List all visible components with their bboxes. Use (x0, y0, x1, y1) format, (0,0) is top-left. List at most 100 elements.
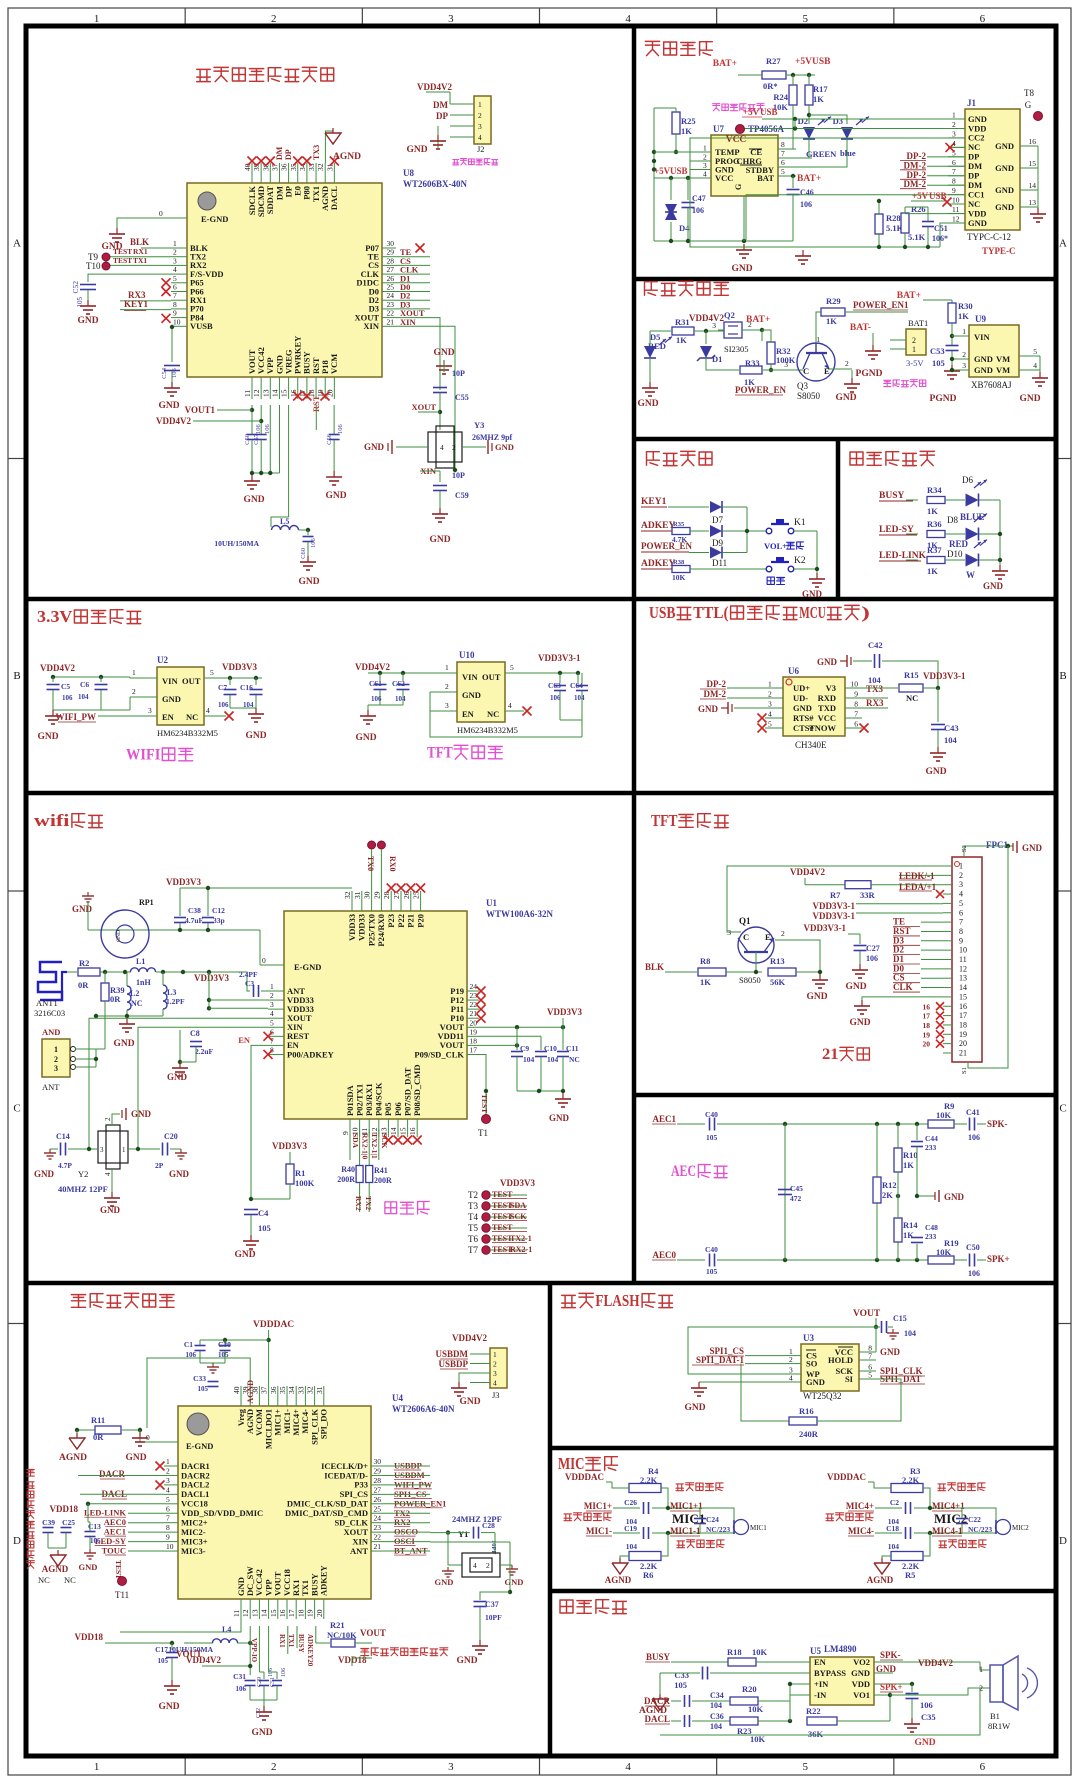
svg-text:R35: R35 (673, 521, 685, 528)
svg-text:6: 6 (868, 1363, 872, 1372)
svg-text:MIC4+1: MIC4+1 (932, 1501, 965, 1511)
svg-text:0R: 0R (93, 1432, 104, 1442)
svg-text:8: 8 (868, 1344, 872, 1353)
svg-text:1K: 1K (681, 126, 692, 136)
svg-text:10UH/150MA: 10UH/150MA (214, 539, 259, 548)
svg-text:10PF: 10PF (490, 1540, 497, 1554)
svg-text:P23: P23 (386, 914, 396, 928)
svg-text:RX1: RX1 (291, 1579, 301, 1596)
svg-text:UD-: UD- (793, 693, 808, 703)
svg-text:BUSY: BUSY (297, 1634, 305, 1653)
svg-text:NC: NC (38, 1575, 50, 1585)
svg-text:D1: D1 (893, 954, 904, 964)
svg-text:7: 7 (166, 1514, 170, 1523)
svg-text:TE: TE (400, 247, 412, 257)
svg-text:R29: R29 (826, 296, 841, 306)
svg-text:VOL+/: VOL+/ (764, 541, 790, 551)
svg-text:C20: C20 (164, 1132, 178, 1141)
svg-text:5: 5 (768, 720, 772, 729)
svg-text:SPK+: SPK+ (880, 1682, 903, 1692)
svg-text:C19: C19 (624, 1524, 637, 1533)
svg-text:33R: 33R (860, 890, 876, 900)
svg-text:3: 3 (148, 706, 152, 715)
svg-text:104: 104 (547, 1055, 559, 1064)
svg-text:SDA: SDA (351, 1133, 360, 1149)
svg-text:P18: P18 (320, 360, 330, 374)
svg-text:3: 3 (703, 161, 707, 170)
svg-text:EN: EN (162, 712, 175, 722)
svg-text:106: 106 (62, 694, 73, 702)
svg-text:P01SDA: P01SDA (345, 1084, 355, 1116)
svg-text:AGND: AGND (246, 1380, 255, 1404)
svg-text:P04/SCK: P04/SCK (374, 1082, 384, 1116)
svg-text:19: 19 (316, 389, 325, 397)
svg-text:UD+: UD+ (793, 683, 810, 693)
svg-text:GND: GND (125, 1453, 146, 1463)
svg-text:DM-2: DM-2 (904, 160, 927, 170)
svg-text:RX2-1: RX2-1 (510, 1245, 532, 1254)
svg-text:U6: U6 (788, 666, 799, 676)
svg-text:10UH/150MA: 10UH/150MA (168, 1645, 213, 1654)
svg-text:RST: RST (311, 395, 321, 412)
svg-text:3: 3 (100, 1146, 104, 1154)
svg-text:MIC2-: MIC2- (181, 1527, 206, 1537)
svg-text:VO2: VO2 (853, 1657, 870, 1667)
svg-text:C41: C41 (966, 1108, 980, 1117)
svg-text:D2: D2 (798, 116, 808, 126)
svg-text:3: 3 (270, 1000, 274, 1009)
svg-text:P20: P20 (415, 914, 425, 928)
svg-text:C13: C13 (88, 1522, 101, 1531)
svg-text:TX0: TX0 (366, 856, 375, 871)
svg-text:25: 25 (387, 283, 395, 292)
svg-text:5: 5 (173, 274, 177, 283)
svg-text:GND: GND (802, 589, 823, 599)
svg-text:33: 33 (307, 163, 316, 171)
svg-text:NC/223: NC/223 (706, 1525, 730, 1534)
svg-text:2: 2 (452, 443, 456, 452)
svg-text:3: 3 (768, 700, 772, 709)
svg-text:TEST: TEST (113, 256, 132, 265)
svg-text:S8050: S8050 (797, 391, 821, 401)
svg-text:2K: 2K (882, 1190, 893, 1200)
svg-text:R27: R27 (766, 56, 781, 66)
svg-text:C43: C43 (944, 723, 959, 733)
svg-text:1K: 1K (958, 311, 969, 321)
svg-text:2.2uF: 2.2uF (195, 1047, 214, 1056)
svg-text:GND: GND (245, 731, 266, 741)
svg-text:33: 33 (296, 1386, 305, 1394)
svg-text:104: 104 (888, 1542, 900, 1551)
svg-text:R1: R1 (295, 1168, 305, 1178)
svg-text:CS: CS (806, 1351, 817, 1361)
svg-text:SO: SO (806, 1359, 818, 1369)
svg-text:VCC42: VCC42 (256, 347, 266, 374)
svg-text:2: 2 (271, 1761, 277, 1773)
svg-text:VDD3V3-1: VDD3V3-1 (538, 653, 581, 663)
svg-text:TX3: TX3 (866, 684, 884, 694)
svg-text:BLK: BLK (130, 237, 149, 247)
svg-text:D1DC: D1DC (356, 278, 379, 288)
svg-text:C27: C27 (866, 944, 880, 953)
svg-text:5: 5 (510, 663, 514, 672)
svg-text:10P: 10P (452, 471, 465, 480)
svg-text:1: 1 (912, 345, 916, 354)
svg-text:RED: RED (949, 539, 969, 549)
svg-text:W: W (966, 570, 975, 580)
svg-text:104: 104 (904, 1329, 916, 1338)
svg-text:VCC: VCC (715, 173, 733, 183)
svg-text:T2: T2 (468, 1190, 478, 1200)
svg-text:CS: CS (893, 973, 905, 983)
svg-text:104: 104 (626, 1517, 638, 1526)
svg-text:MIC1+1: MIC1+1 (670, 1501, 703, 1511)
svg-text:3: 3 (784, 360, 788, 369)
svg-text:L4: L4 (222, 1625, 231, 1634)
svg-text:233: 233 (925, 1143, 937, 1152)
svg-text:WT25Q32: WT25Q32 (803, 1391, 842, 1401)
svg-text:L1: L1 (136, 957, 145, 966)
svg-text:CLK: CLK (361, 269, 380, 279)
svg-text:TNOW: TNOW (809, 723, 836, 733)
svg-text:D2: D2 (893, 945, 904, 955)
svg-text:TFT: TFT (427, 745, 453, 762)
svg-text:10: 10 (851, 680, 859, 689)
svg-text:D9: D9 (712, 538, 723, 548)
svg-text:2: 2 (768, 690, 772, 699)
